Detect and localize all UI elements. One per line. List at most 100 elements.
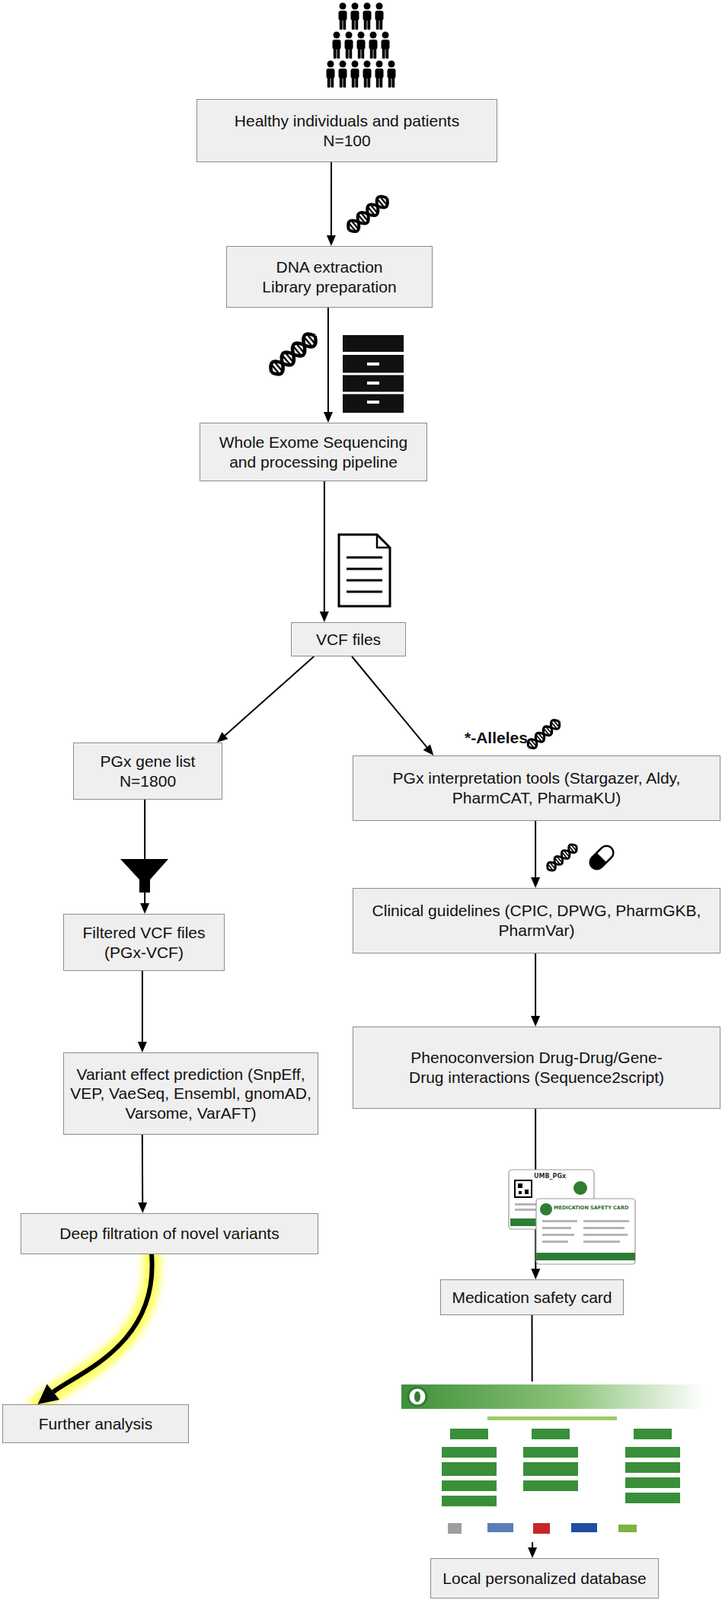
card-text-line	[542, 1226, 572, 1230]
card-text-line	[583, 1240, 620, 1243]
filter-funnel	[120, 859, 169, 893]
sponsor-logos	[447, 1523, 637, 1534]
person-figure	[375, 3, 384, 31]
connector-line	[141, 971, 144, 1042]
process-box: DNA extraction Library preparation	[226, 245, 433, 308]
drawer-handle	[367, 362, 380, 366]
screenshot-logo-leaf	[414, 1391, 421, 1403]
sequencer-top	[342, 335, 404, 352]
connector-line	[141, 1134, 144, 1203]
arrow-head	[527, 1547, 537, 1559]
box-label: Healthy individuals and patients N=100	[217, 111, 477, 151]
qr-cell	[524, 1189, 529, 1195]
arrow-connector	[217, 656, 314, 743]
connector-line	[143, 799, 146, 904]
sponsor-logo	[487, 1523, 514, 1533]
process-box: Further analysis	[2, 1404, 189, 1444]
screenshot-button	[441, 1480, 497, 1492]
person-figure	[375, 60, 384, 89]
arrow-head	[38, 1384, 61, 1405]
connector-line	[534, 821, 537, 878]
sponsor-logo	[533, 1523, 550, 1534]
dna-icon	[345, 193, 392, 236]
drawer-handle	[367, 381, 380, 385]
process-box: Healthy individuals and patients N=100	[196, 99, 498, 163]
person-figure	[332, 31, 342, 60]
box-label: PGx interpretation tools (Stargazer, Ald…	[357, 768, 716, 808]
person-figure	[338, 3, 348, 31]
qr-code	[514, 1180, 532, 1198]
person-figure	[351, 3, 360, 31]
process-box: Clinical guidelines (CPIC, DPWG, PharmGK…	[352, 888, 721, 954]
card-logo	[539, 1203, 553, 1216]
box-label: Deep filtration of novel variants	[59, 1223, 279, 1244]
process-box: Medication safety card	[440, 1279, 624, 1316]
process-box: Local personalized database	[430, 1558, 659, 1599]
box-label: Variant effect prediction (SnpEff, VEP, …	[66, 1064, 317, 1124]
arrow-connector	[137, 971, 147, 1053]
connector-line	[224, 656, 314, 736]
person-figure	[369, 31, 378, 60]
box-label: PGx gene list N=1800	[86, 751, 209, 791]
dna-icon	[266, 330, 320, 378]
person-figure	[363, 3, 372, 31]
screenshot-button	[531, 1428, 570, 1440]
dna-icon	[545, 842, 580, 873]
arrow-head	[530, 1015, 540, 1027]
box-label: Further analysis	[38, 1414, 153, 1435]
safety-card-illustration	[508, 1169, 636, 1265]
arrow-connector	[530, 1108, 540, 1280]
box-label: Clinical guidelines (CPIC, DPWG, PharmGK…	[357, 900, 716, 940]
screenshot-button	[523, 1462, 579, 1476]
arrow-glow	[38, 1254, 153, 1405]
connector-line	[53, 1254, 153, 1393]
person-figure	[357, 31, 366, 60]
arrow-connector	[323, 307, 333, 423]
card-text-line	[542, 1233, 575, 1237]
sponsor-logo	[618, 1524, 637, 1533]
connector-line	[534, 953, 537, 1016]
connector-line	[351, 656, 427, 748]
box-label: Filtered VCF files (PGx-VCF)	[67, 923, 221, 962]
document-lines	[346, 557, 383, 592]
box-label: Local personalized database	[442, 1568, 646, 1589]
process-box: VCF files	[290, 622, 406, 657]
illustration-text: MEDICATION SAFETY CARD	[553, 1205, 629, 1211]
arrow-head	[140, 903, 150, 914]
drawer-line	[342, 392, 404, 395]
arrow-head	[323, 412, 333, 423]
screenshot-header	[401, 1384, 705, 1409]
arrow-head	[326, 235, 336, 246]
card-text-line	[583, 1220, 630, 1223]
person-figure	[345, 31, 354, 60]
process-box: Deep filtration of novel variants	[20, 1213, 319, 1255]
screenshot-button	[441, 1495, 497, 1507]
qr-cell	[518, 1191, 522, 1195]
screenshot-button	[625, 1492, 681, 1504]
curved-arrow	[38, 1254, 153, 1405]
process-box: *-AllelesPGx interpretation tools (Starg…	[352, 755, 721, 822]
person-figure	[338, 60, 348, 89]
arrow-head	[217, 731, 229, 743]
arrow-head	[137, 1041, 147, 1053]
sponsor-logo	[447, 1523, 462, 1534]
process-box: Filtered VCF files (PGx-VCF)	[63, 913, 225, 972]
arrow-head	[137, 1202, 147, 1214]
process-box: Whole Exome Sequencing and processing pi…	[199, 422, 428, 482]
card-text-line	[583, 1233, 628, 1237]
box-label: Whole Exome Sequencing and processing pi…	[214, 432, 413, 472]
drawer-handle	[367, 400, 380, 404]
screenshot-button	[523, 1480, 579, 1492]
person-figure	[326, 60, 336, 89]
screenshot-button	[441, 1447, 497, 1458]
process-box: Variant effect prediction (SnpEff, VEP, …	[63, 1052, 319, 1135]
card-band	[536, 1252, 636, 1261]
section-heading: *-Alleles	[464, 728, 528, 748]
connector-line	[323, 481, 326, 612]
person-figure	[387, 60, 397, 89]
illustration-text: UMB_PGx	[533, 1173, 566, 1180]
people-icon	[326, 3, 397, 89]
screenshot-button	[523, 1447, 579, 1458]
arrow-connector	[137, 1134, 147, 1214]
